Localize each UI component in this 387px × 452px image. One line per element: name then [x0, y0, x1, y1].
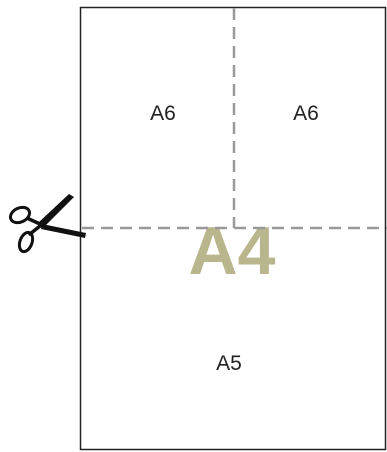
section-label-top-right: A6 — [293, 102, 319, 125]
section-label-top-left: A6 — [150, 102, 176, 125]
sheet-size-label: A4 — [189, 213, 276, 289]
section-label-bottom: A5 — [216, 352, 242, 375]
scissors-icon — [8, 194, 86, 254]
